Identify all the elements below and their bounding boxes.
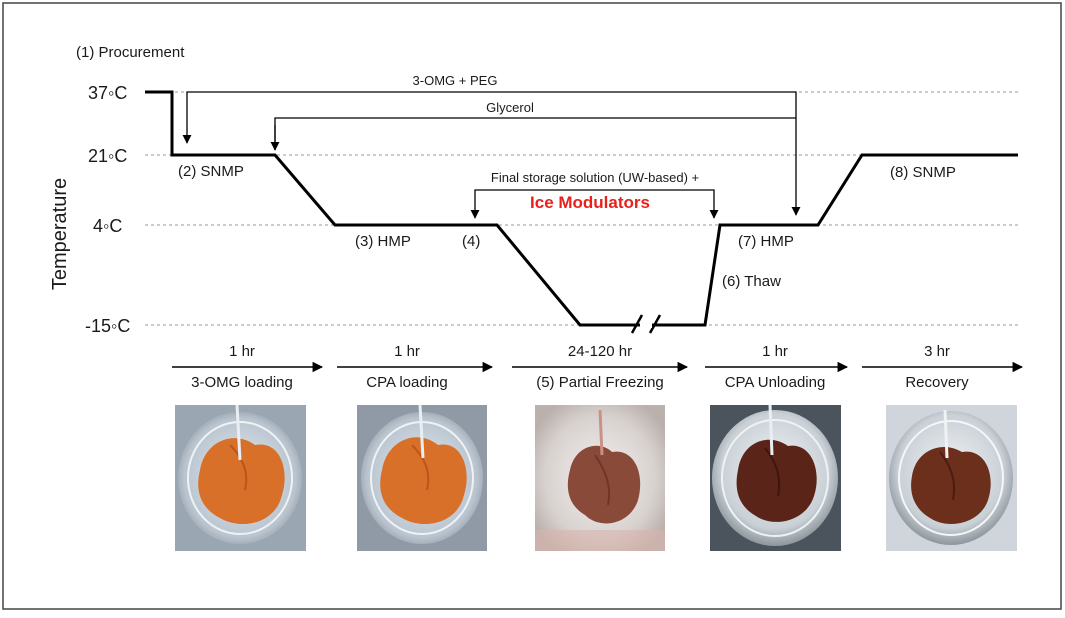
tick-minus15: -15◦C bbox=[85, 316, 130, 336]
glycerol-label: Glycerol bbox=[486, 100, 534, 115]
thaw-6-label: (6) Thaw bbox=[722, 273, 781, 290]
liver-photo-omg-loading bbox=[175, 404, 306, 551]
temperature-profile-line bbox=[145, 90, 1018, 327]
y-axis-label: Temperature bbox=[49, 178, 71, 290]
border bbox=[2, 2, 1062, 610]
stage-duration: 24-120 hr bbox=[568, 343, 632, 360]
stage-duration: 1 hr bbox=[229, 343, 255, 360]
snmp-8-label: (8) SNMP bbox=[890, 164, 956, 181]
stage-recovery: 3 hr Recovery bbox=[862, 343, 1024, 391]
omg-peg-label: 3-OMG + PEG bbox=[413, 73, 498, 88]
stage-name: Recovery bbox=[905, 374, 969, 391]
stage-duration: 1 hr bbox=[394, 343, 420, 360]
snmp-2-label: (2) SNMP bbox=[178, 163, 244, 180]
procurement-label: (1) Procurement bbox=[76, 44, 185, 61]
glycerol-connector bbox=[270, 117, 796, 151]
liver-photo-recovery bbox=[886, 405, 1017, 551]
stage-name: (5) Partial Freezing bbox=[536, 374, 664, 391]
tick-37: 37◦C bbox=[88, 83, 127, 103]
hmp-3-label: (3) HMP bbox=[355, 233, 411, 250]
tick-21: 21◦C bbox=[88, 146, 127, 166]
stage-name: 3-OMG loading bbox=[191, 374, 293, 391]
stage-name: CPA loading bbox=[366, 374, 447, 391]
stage-name: CPA Unloading bbox=[725, 374, 826, 391]
hmp-7-label: (7) HMP bbox=[738, 233, 794, 250]
final-storage-label: Final storage solution (UW-based) + bbox=[491, 170, 699, 185]
axis-break-mark bbox=[630, 314, 662, 334]
ice-modulators-label: Ice Modulators bbox=[530, 193, 650, 212]
liver-photo-partial-freezing bbox=[535, 405, 665, 551]
stage-omg-loading: 1 hr 3-OMG loading bbox=[172, 343, 324, 391]
axis-break-gap bbox=[640, 322, 652, 328]
stage-partial-freezing: 24-120 hr (5) Partial Freezing bbox=[512, 343, 689, 391]
final-storage-bracket bbox=[470, 189, 719, 219]
stage-duration: 1 hr bbox=[762, 343, 788, 360]
tick-4: 4◦C bbox=[93, 216, 122, 236]
stage-duration: 3 hr bbox=[924, 343, 950, 360]
stage-timeline: 1 hr 3-OMG loading 1 hr CPA loading 24-1… bbox=[172, 343, 1024, 391]
step-4-label: (4) bbox=[462, 233, 480, 250]
liver-photo-cpa-unloading bbox=[710, 404, 841, 551]
liver-photo-cpa-loading bbox=[357, 404, 487, 551]
stage-cpa-unloading: 1 hr CPA Unloading bbox=[705, 343, 849, 391]
stage-cpa-loading: 1 hr CPA loading bbox=[337, 343, 494, 391]
omg-peg-connector bbox=[182, 91, 801, 216]
